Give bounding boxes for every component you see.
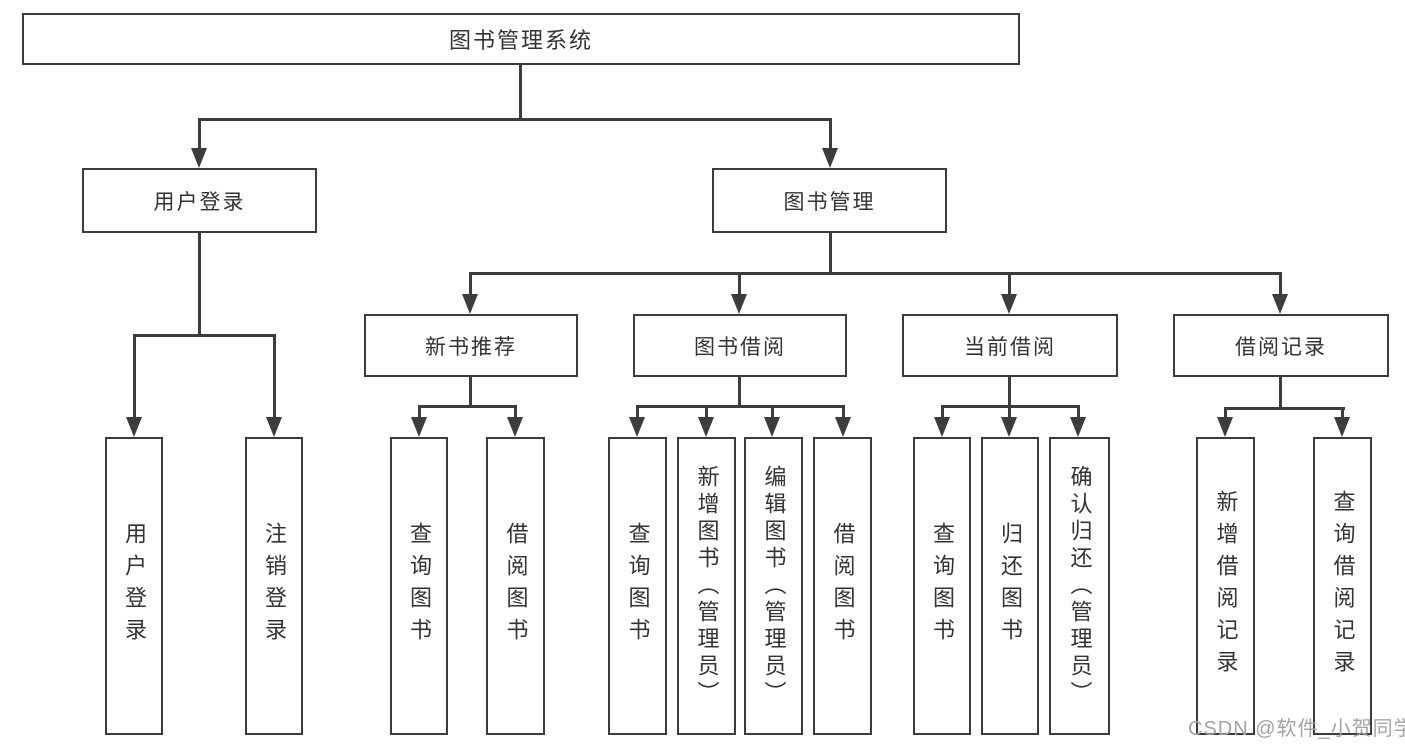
connector-user-login-children <box>133 334 276 337</box>
leaf-nbr-borrow-books: 借阅图书 <box>486 437 545 735</box>
leaf-user-login-label: 用户登录 <box>122 522 147 650</box>
connector-book-management-stem <box>829 231 832 275</box>
arrowhead-cb-query <box>934 417 950 437</box>
leaf-cb-confirm-return: 确认归还（管理员） <box>1049 437 1110 735</box>
connector-drop-book-management <box>829 118 832 150</box>
connector-drop-bb-add <box>705 405 708 419</box>
connector-br-children <box>1224 407 1345 410</box>
arrowhead-new-book-recommend <box>462 294 478 314</box>
leaf-logout-label: 注销登录 <box>262 522 287 650</box>
node-current-borrow: 当前借阅 <box>902 314 1118 377</box>
arrowhead-book-borrow <box>731 294 747 314</box>
node-book-management-label: 图书管理 <box>783 190 876 214</box>
connector-nbr-children <box>418 405 517 408</box>
arrowhead-bb-edit <box>764 417 780 437</box>
connector-drop-bb-query <box>636 405 639 419</box>
node-root-label: 图书管理系统 <box>448 28 593 53</box>
connector-drop-user-login <box>198 118 201 150</box>
leaf-cb-confirm-return-label: 确认归还（管理员） <box>1067 464 1093 708</box>
connector-drop-current-borrow <box>1008 272 1011 296</box>
leaf-br-add-record: 新增借阅记录 <box>1196 437 1255 735</box>
node-borrow-records: 借阅记录 <box>1173 314 1389 377</box>
connector-drop-cb-query <box>941 405 944 419</box>
csdn-watermark: CSDN @软件_小贺同学 <box>1188 718 1405 740</box>
connector-drop-br-query <box>1341 407 1344 419</box>
node-book-borrow-label: 图书借阅 <box>694 335 786 359</box>
node-root: 图书管理系统 <box>22 13 1020 65</box>
leaf-br-add-record-label: 新增借阅记录 <box>1213 490 1239 682</box>
connector-drop-leaf-logout <box>273 334 276 419</box>
connector-drop-bb-edit <box>771 405 774 419</box>
arrowhead-br-add <box>1217 417 1233 437</box>
arrowhead-br-query <box>1334 417 1350 437</box>
node-new-book-recommend-label: 新书推荐 <box>425 335 517 359</box>
node-user-login: 用户登录 <box>82 168 317 233</box>
arrowhead-bb-query <box>629 417 645 437</box>
node-current-borrow-label: 当前借阅 <box>964 335 1056 359</box>
connector-level3 <box>469 272 1281 275</box>
leaf-nbr-query-books: 查询图书 <box>390 437 448 735</box>
node-book-management: 图书管理 <box>712 168 947 233</box>
connector-drop-borrow-records <box>1279 272 1282 296</box>
connector-bb-stem <box>738 375 741 407</box>
connector-cb-stem <box>1008 375 1011 407</box>
leaf-br-query-record: 查询借阅记录 <box>1313 437 1372 735</box>
connector-level2 <box>198 118 832 121</box>
leaf-nbr-borrow-books-label: 借阅图书 <box>503 522 529 650</box>
arrowhead-cb-return <box>1001 417 1017 437</box>
node-book-borrow: 图书借阅 <box>633 314 847 377</box>
arrowhead-nbr-borrow <box>507 417 523 437</box>
connector-drop-cb-confirm <box>1077 405 1080 419</box>
leaf-cb-return-books: 归还图书 <box>981 437 1039 735</box>
leaf-cb-return-books-label: 归还图书 <box>998 522 1023 650</box>
arrowhead-user-login <box>191 148 207 168</box>
leaf-bb-borrow-books: 借阅图书 <box>813 437 872 735</box>
leaf-br-query-record-label: 查询借阅记录 <box>1330 490 1356 682</box>
connector-nbr-stem <box>469 375 472 407</box>
leaf-bb-query-books-label: 查询图书 <box>625 522 651 650</box>
leaf-bb-query-books: 查询图书 <box>608 437 667 735</box>
leaf-user-login: 用户登录 <box>105 437 163 735</box>
arrowhead-cb-confirm <box>1070 417 1086 437</box>
connector-drop-nbr-borrow <box>514 405 517 419</box>
leaf-bb-edit-books-label: 编辑图书（管理员） <box>761 464 787 708</box>
connector-drop-bb-borrow <box>842 405 845 419</box>
leaf-bb-borrow-books-label: 借阅图书 <box>830 522 856 650</box>
leaf-cb-query-books-label: 查询图书 <box>930 522 955 650</box>
arrowhead-leaf-user-login <box>126 417 142 437</box>
connector-drop-new-book-recommend <box>469 272 472 296</box>
connector-br-stem <box>1279 375 1282 409</box>
connector-drop-nbr-query <box>418 405 421 419</box>
node-new-book-recommend: 新书推荐 <box>364 314 578 377</box>
arrowhead-borrow-records <box>1272 294 1288 314</box>
arrowhead-bb-add <box>698 417 714 437</box>
connector-drop-br-add <box>1224 407 1227 419</box>
connector-drop-cb-return <box>1008 405 1011 419</box>
connector-user-login-stem <box>198 231 201 337</box>
node-borrow-records-label: 借阅记录 <box>1235 335 1327 359</box>
leaf-logout: 注销登录 <box>245 437 303 735</box>
arrowhead-leaf-logout <box>266 417 282 437</box>
node-user-login-label: 用户登录 <box>153 190 246 214</box>
arrowhead-current-borrow <box>1001 294 1017 314</box>
leaf-bb-edit-books: 编辑图书（管理员） <box>744 437 803 735</box>
leaf-bb-add-books-label: 新增图书（管理员） <box>694 464 720 708</box>
leaf-nbr-query-books-label: 查询图书 <box>407 522 432 650</box>
connector-drop-book-borrow <box>738 272 741 296</box>
arrowhead-book-management <box>822 148 838 168</box>
arrowhead-nbr-query <box>411 417 427 437</box>
connector-root-stem <box>519 63 522 120</box>
connector-bb-children <box>636 405 845 408</box>
leaf-bb-add-books: 新增图书（管理员） <box>677 437 736 735</box>
leaf-cb-query-books: 查询图书 <box>913 437 971 735</box>
arrowhead-bb-borrow <box>835 417 851 437</box>
connector-drop-leaf-user-login <box>133 334 136 419</box>
